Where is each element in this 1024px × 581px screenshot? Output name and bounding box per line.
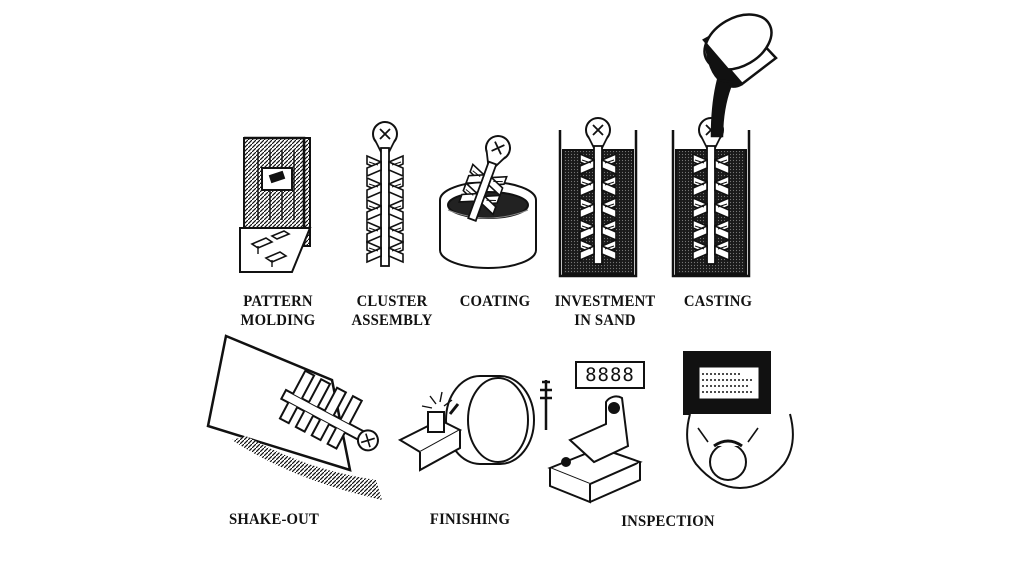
label-finishing: FINISHING (429, 511, 511, 528)
label-coating: COATING (459, 293, 531, 310)
label-inspection: INSPECTION (621, 513, 715, 530)
finishing-illustration (397, 375, 535, 472)
shake-out-illustration (206, 334, 382, 500)
digital-display (575, 361, 645, 389)
casting-illustration (671, 13, 778, 278)
pattern-molding-illustration (239, 136, 312, 273)
cluster-assembly-illustration (367, 121, 403, 266)
label-casting: CASTING (683, 293, 753, 310)
investment-in-sand-illustration (558, 117, 638, 278)
coating-illustration (439, 131, 537, 269)
inspection-machine-illustration (540, 361, 645, 504)
display-readout: 8888 (585, 364, 635, 386)
label-shake-out: SHAKE-OUT (228, 511, 319, 528)
inspector-illustration (683, 351, 794, 490)
